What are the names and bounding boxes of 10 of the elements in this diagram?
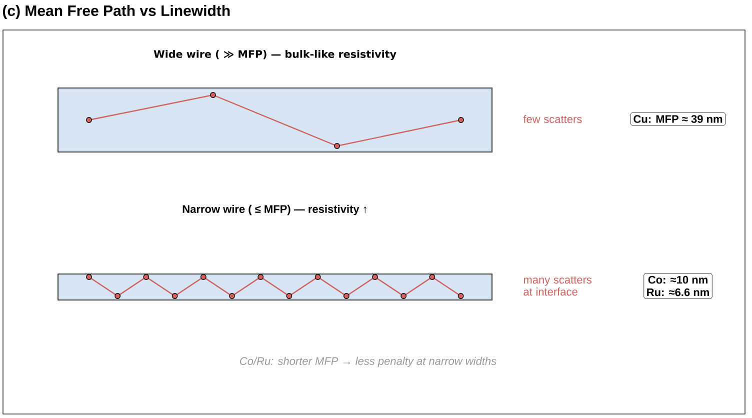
- annotation: few scatters: [523, 114, 582, 124]
- wire-bar: [58, 274, 492, 300]
- annotation: many scatters at interface: [524, 276, 592, 296]
- heading: Narrow wire ( ≤ MFP) — resistivity ↑: [182, 204, 366, 216]
- note: Co/Ru: shorter MFP → less penalty at narrow widths: [240, 356, 496, 368]
- wire-bar: [58, 88, 492, 152]
- value-box: Co: ≈10 nm Ru: ≈6.6 nm: [644, 273, 712, 299]
- heading: Wide wire ( ≫ MFP) — bulk-like resistivity: [154, 50, 396, 60]
- value-box: Cu: MFP ≈ 39 nm: [630, 112, 726, 126]
- title: (c) Mean Free Path vs Linewidth: [2, 5, 230, 19]
